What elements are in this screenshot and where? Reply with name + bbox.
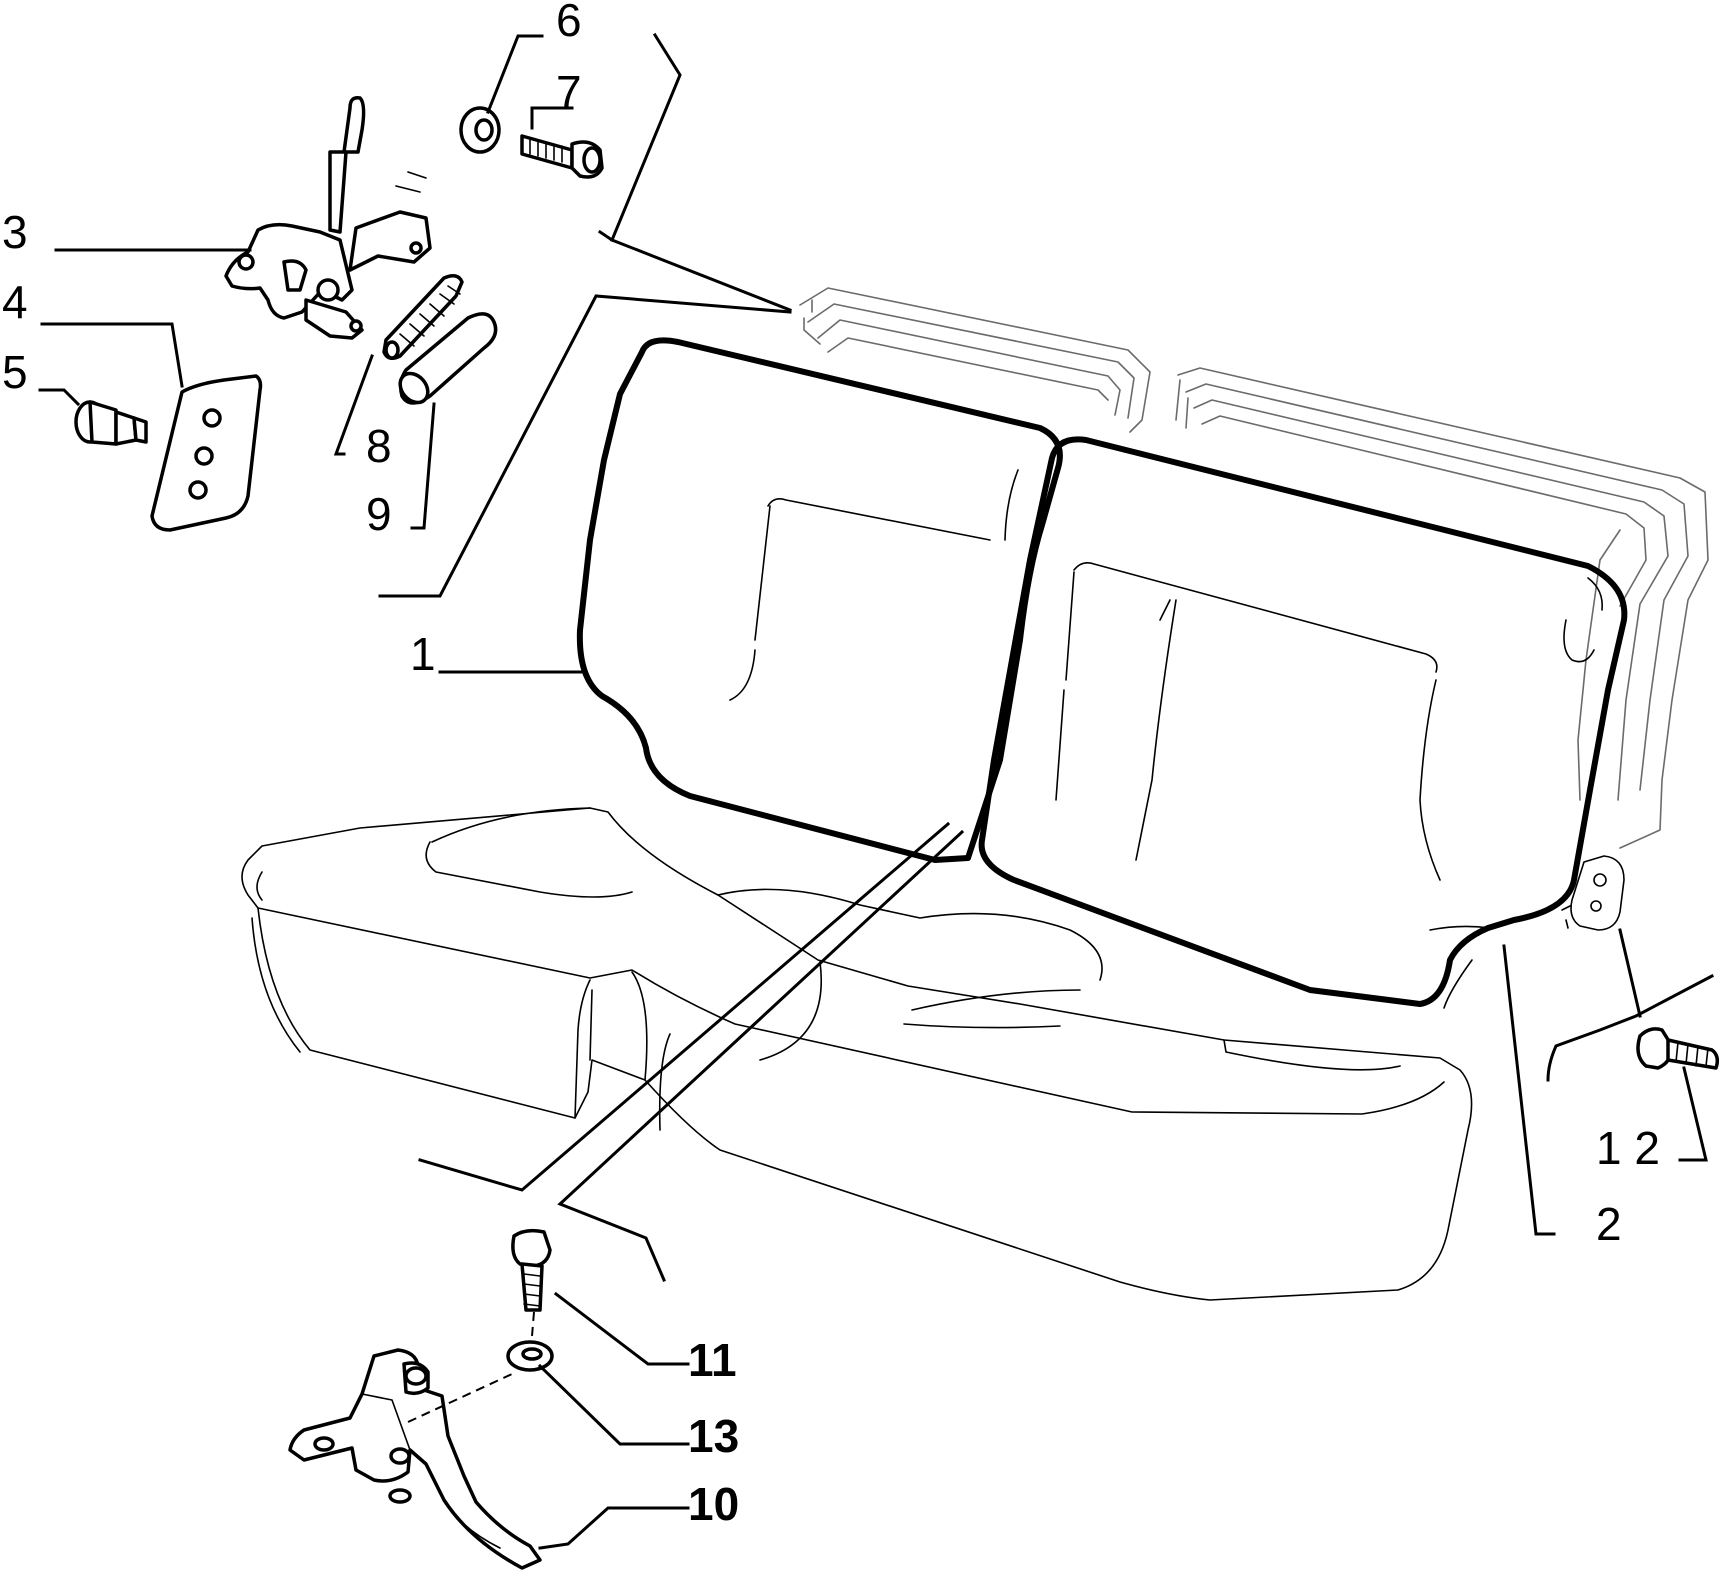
callout-9: 9 [366, 488, 392, 540]
backrest-left [576, 337, 1063, 863]
seat-cushion [241, 807, 1473, 1301]
pivot-pin [74, 400, 148, 446]
bolt-right [1636, 1027, 1720, 1070]
bolt-lower [511, 1228, 552, 1337]
leader-lines [38, 34, 1708, 1550]
callout-4: 4 [2, 276, 28, 328]
projection-lines [378, 32, 1715, 1282]
release-lever [224, 95, 432, 340]
callout-labels: 1 2 3 4 5 6 7 8 9 10 11 1 2 13 [2, 0, 1660, 1530]
backrest-hinge-right [1561, 855, 1625, 931]
callout-6: 6 [556, 0, 582, 46]
callout-3: 3 [2, 206, 28, 258]
callout-10: 10 [688, 1478, 739, 1530]
phantom-backrest-frames [799, 287, 1709, 849]
callout-11: 11 [688, 1334, 737, 1386]
callout-5: 5 [2, 346, 28, 398]
callout-8: 8 [366, 420, 392, 472]
callout-13: 13 [688, 1410, 739, 1462]
spring [382, 274, 464, 360]
callout-12: 1 2 [1596, 1122, 1660, 1174]
backrest-right [978, 436, 1628, 1009]
callout-7: 7 [556, 66, 582, 118]
washer-top [459, 106, 501, 154]
callout-2: 2 [1596, 1198, 1622, 1250]
callout-1: 1 [410, 628, 436, 680]
bushing [398, 312, 498, 405]
mounting-plate [150, 374, 263, 532]
washer-lower [506, 1340, 554, 1372]
hinge-bracket [288, 1348, 542, 1570]
screw-top [520, 134, 604, 179]
